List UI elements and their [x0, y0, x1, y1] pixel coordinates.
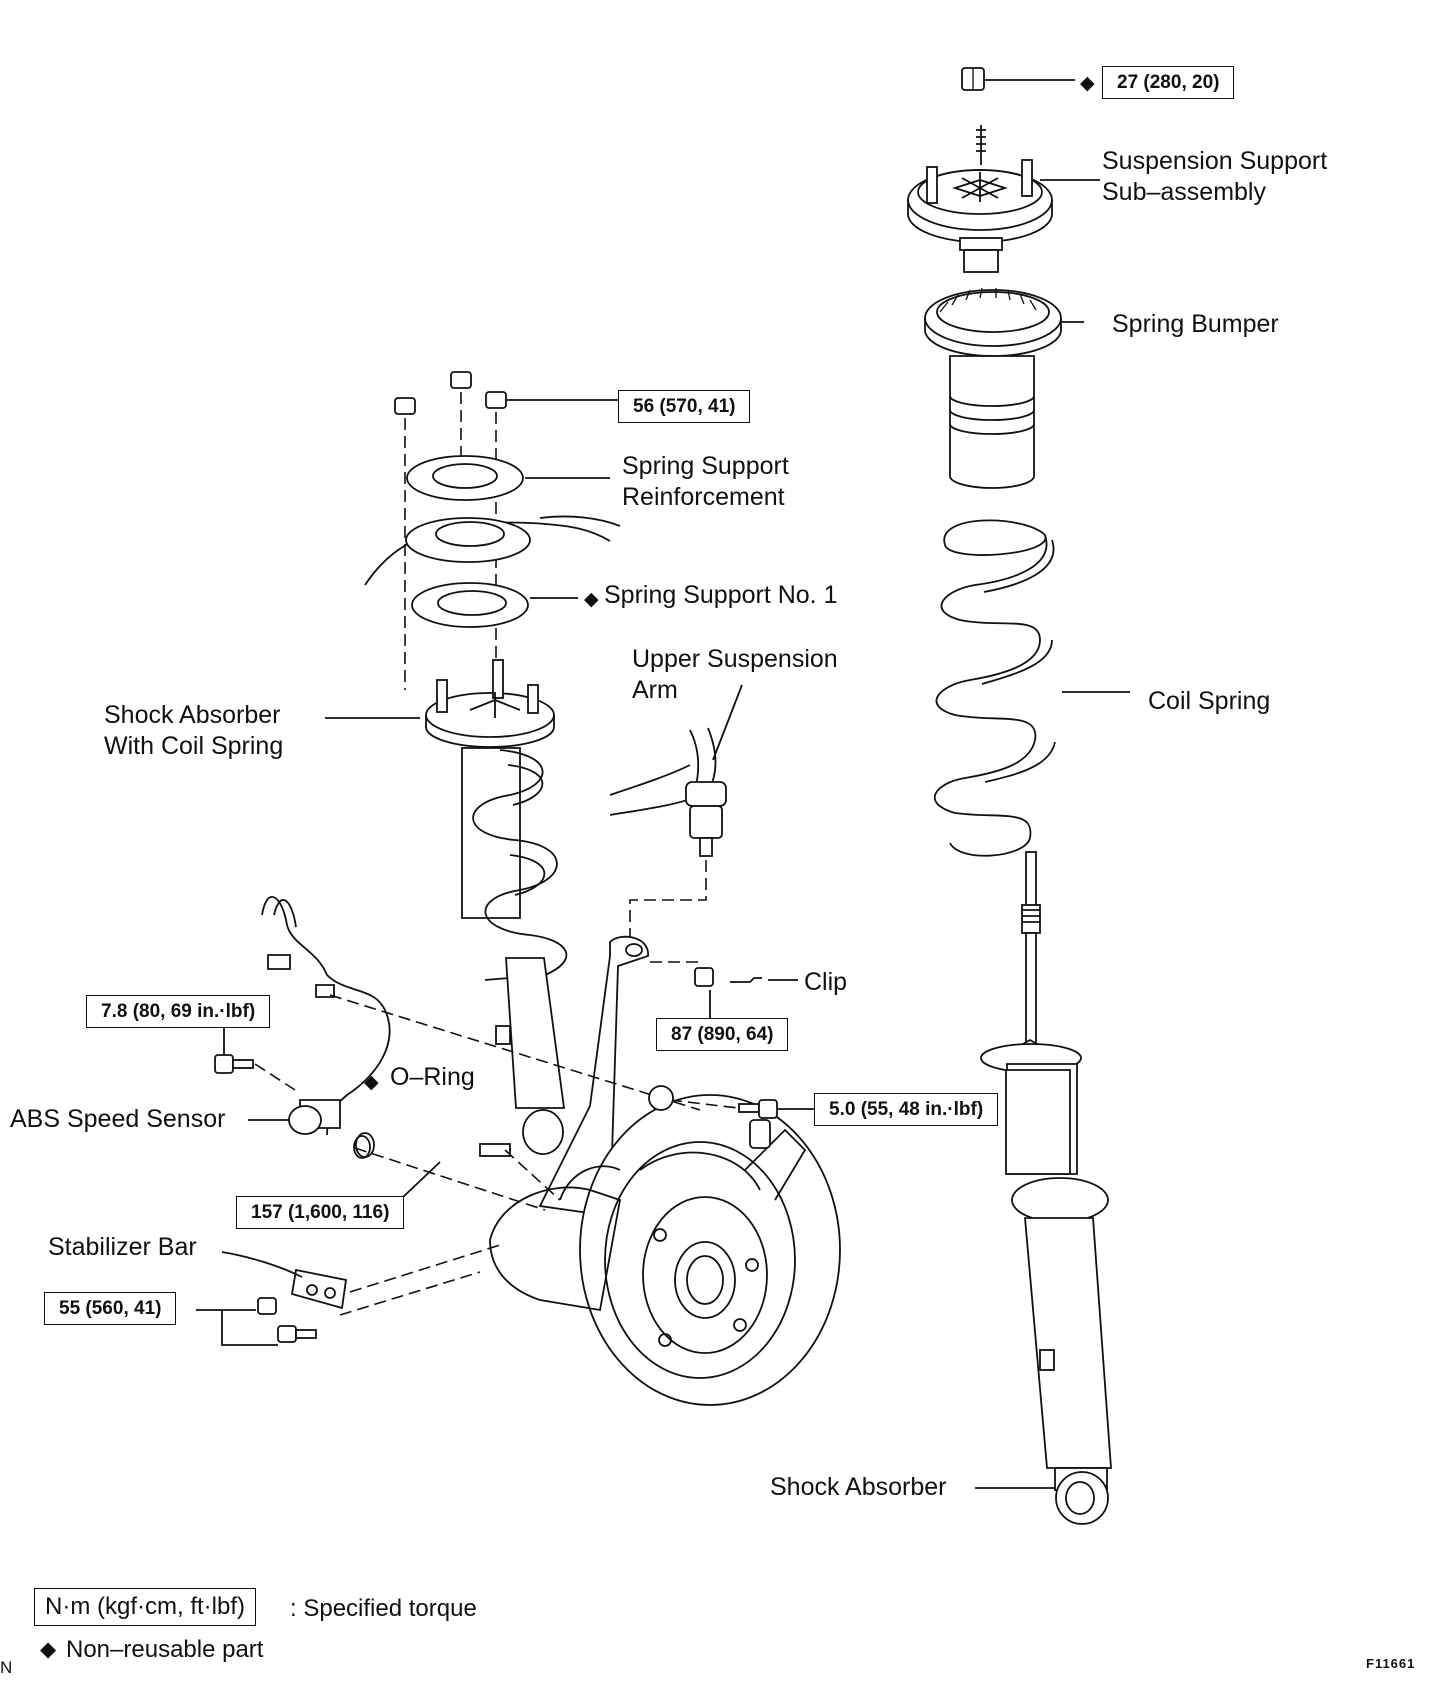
label-line: Sub–assembly [1102, 178, 1266, 206]
label-line: Suspension Support [1102, 147, 1328, 175]
label-upper-suspension-arm: Upper Suspension Arm [632, 644, 838, 706]
torque-reinforcement-nuts: 56 (570, 41) [618, 390, 751, 423]
label-line: Reinforcement [622, 483, 785, 511]
torque-lower-bolt: 157 (1,600, 116) [236, 1196, 405, 1229]
label-spring-support-reinforcement: Spring Support Reinforcement [622, 451, 789, 513]
label-coil-spring: Coil Spring [1148, 687, 1271, 715]
spring-support-no1-part [411, 582, 578, 628]
torque-value: 5.0 (55, 48 in.·lbf) [829, 1099, 984, 1120]
spring-bumper-part [924, 287, 1084, 489]
label-spring-support-no1: Spring Support No. 1 [604, 581, 838, 609]
lower-bolt-part [401, 1143, 561, 1201]
legend-diamond: ◆ [40, 1638, 57, 1661]
torque-value: 55 (560, 41) [59, 1298, 162, 1319]
figure-id: F11661 [1366, 1656, 1416, 1671]
legend-torque-unit: N·m (kgf·cm, ft·lbf) [34, 1588, 256, 1626]
shock-absorber-part [975, 851, 1112, 1525]
torque-stabilizer: 55 (560, 41) [44, 1292, 177, 1325]
torque-value: 157 (1,600, 116) [251, 1202, 390, 1223]
upper-suspension-arm-part [609, 684, 743, 940]
non-reusable-diamond: ◆ [364, 1072, 379, 1093]
label-line: With Coil Spring [104, 732, 284, 760]
reinforcement-nuts-part [394, 371, 620, 690]
bracket-bolt-part [648, 1085, 815, 1119]
label-o-ring: O–Ring [390, 1063, 475, 1091]
torque-abs-bolt: 7.8 (80, 69 in.·lbf) [86, 995, 271, 1028]
legend-torque-desc: : Specified torque [290, 1595, 477, 1622]
torque-clip-nut: 87 (890, 64) [656, 1018, 789, 1051]
spring-support-reinforcement-part [406, 455, 610, 501]
o-ring-part [353, 1135, 371, 1159]
torque-top-nut: 27 (280, 20) [1102, 66, 1235, 99]
label-shock-absorber: Shock Absorber [770, 1473, 947, 1501]
label-line: Upper Suspension [632, 645, 838, 673]
hub-and-disc-part [489, 1094, 841, 1406]
label-shock-with-coil-spring: Shock Absorber With Coil Spring [104, 700, 283, 762]
non-reusable-diamond: ◆ [1080, 73, 1095, 94]
label-clip: Clip [804, 968, 848, 996]
torque-value: 56 (570, 41) [633, 396, 736, 417]
label-suspension-support: Suspension Support Sub–assembly [1102, 146, 1327, 208]
coil-spring-part [933, 519, 1130, 857]
torque-bracket-bolt: 5.0 (55, 48 in.·lbf) [814, 1093, 999, 1126]
shock-with-coil-spring-part [325, 659, 568, 1155]
top-nut-part [961, 67, 1075, 91]
suspension-support-part [907, 125, 1100, 273]
label-spring-bumper: Spring Bumper [1112, 310, 1279, 338]
abs-harness-part [248, 896, 701, 1211]
label-stabilizer-bar: Stabilizer Bar [48, 1233, 197, 1261]
corner-mark: N [0, 1658, 13, 1677]
label-line: Arm [632, 676, 678, 704]
body-panel-part [364, 515, 621, 586]
torque-value: 27 (280, 20) [1117, 72, 1220, 93]
label-line: Shock Absorber [104, 701, 281, 729]
label-line: Spring Support [622, 452, 789, 480]
stabilizer-bar-part [196, 1244, 501, 1346]
legend-non-reusable: Non–reusable part [66, 1636, 264, 1663]
torque-value: 87 (890, 64) [671, 1024, 774, 1045]
non-reusable-diamond: ◆ [584, 589, 599, 610]
abs-bolt-part [214, 1022, 296, 1091]
label-abs-speed-sensor: ABS Speed Sensor [10, 1105, 226, 1133]
torque-value: 7.8 (80, 69 in.·lbf) [101, 1001, 256, 1022]
